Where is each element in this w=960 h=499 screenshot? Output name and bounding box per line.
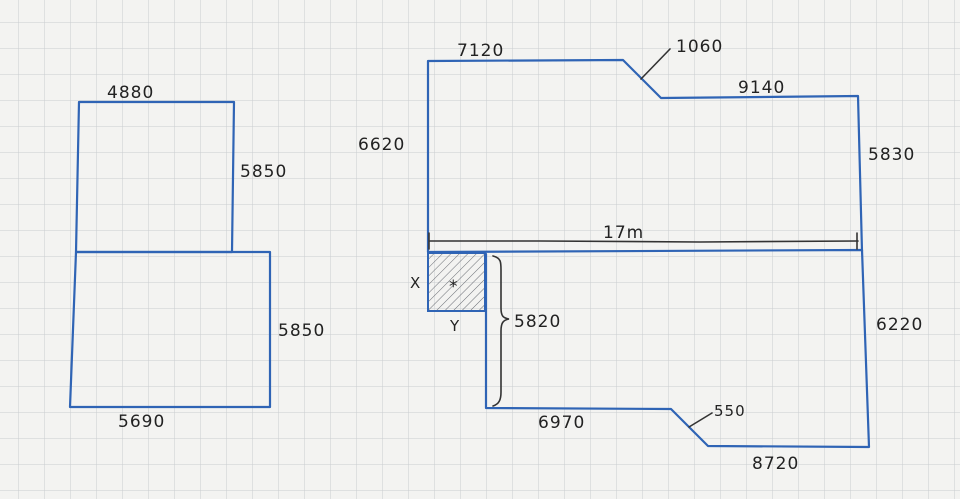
right-upper-height-label: 5830 bbox=[868, 145, 915, 165]
left-top-height-label: 5850 bbox=[240, 162, 287, 182]
bottom-chamfer-leader bbox=[688, 412, 713, 428]
marker-y-label: Y bbox=[449, 317, 460, 335]
left-bottom-width-label: 5690 bbox=[118, 412, 165, 432]
hatched-square bbox=[427, 252, 486, 312]
inner-height-label: 5820 bbox=[514, 312, 561, 332]
right-lower-block-outline bbox=[426, 248, 871, 449]
right-plan: * 17m 7120 1060 9140 6620 5830 X Y 5820 … bbox=[358, 37, 923, 474]
bottom-chamfer-label: 550 bbox=[714, 402, 746, 420]
bottom-left-width-label: 6970 bbox=[538, 413, 585, 433]
left-top-width-label: 4880 bbox=[107, 83, 154, 103]
left-plan: 4880 5850 5850 5690 bbox=[68, 83, 325, 432]
top-left-width-label: 7120 bbox=[457, 41, 504, 61]
top-chamfer-label: 1060 bbox=[676, 37, 723, 57]
top-right-width-label: 9140 bbox=[738, 78, 785, 98]
left-bottom-height-label: 5850 bbox=[278, 321, 325, 341]
hatched-square-star: * bbox=[449, 277, 459, 297]
left-lower-room-outline bbox=[68, 250, 272, 409]
span-dimension-line bbox=[429, 240, 859, 243]
inner-height-brace bbox=[492, 255, 510, 407]
bottom-right-width-label: 8720 bbox=[752, 454, 799, 474]
right-lower-height-label: 6220 bbox=[876, 315, 923, 335]
left-height-label: 6620 bbox=[358, 135, 405, 155]
span-label: 17m bbox=[603, 223, 644, 243]
top-chamfer-leader bbox=[640, 48, 671, 80]
marker-x-label: X bbox=[410, 274, 421, 292]
